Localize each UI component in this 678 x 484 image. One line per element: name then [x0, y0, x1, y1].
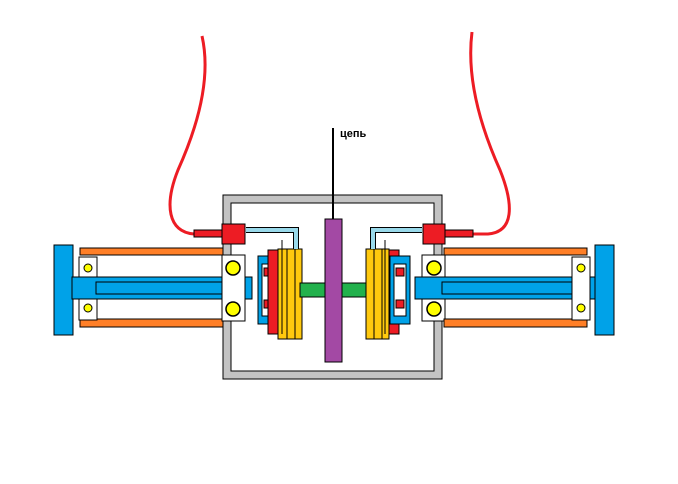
right-outer-bearing-bottom	[576, 303, 586, 313]
right-brace-top	[443, 247, 588, 256]
left-brace-top	[79, 247, 224, 256]
right-bearing-support-outer	[571, 256, 591, 321]
right-brace-bottom	[443, 318, 588, 328]
chain-label: цепь	[340, 128, 367, 140]
left-outer-bearing-top	[83, 263, 93, 273]
right-end-cap	[594, 244, 615, 336]
right-bearing-bottom	[426, 301, 442, 317]
left-shaft-core	[95, 281, 227, 295]
right-clutch-plate-1	[365, 248, 375, 340]
left-wire	[168, 35, 207, 236]
left-brace-bottom	[79, 318, 224, 328]
left-end-cap	[53, 244, 74, 336]
left-connector	[221, 223, 246, 245]
right-connector	[422, 223, 446, 245]
left-clutch-plate-2	[286, 248, 296, 340]
right-bearing-top	[426, 260, 442, 276]
left-bearing-bottom	[225, 301, 241, 317]
right-outer-bearing-top	[576, 263, 586, 273]
right-wire	[446, 31, 511, 236]
right-hub-pin-bottom	[395, 299, 405, 309]
right-connector-stub	[444, 229, 474, 238]
left-pressure-plate	[267, 249, 279, 335]
left-hydraulic-line-fill	[246, 228, 298, 249]
right-hub-pin-top	[395, 267, 405, 277]
left-connector-stub	[193, 229, 223, 238]
chain-sprocket	[324, 218, 343, 363]
left-outer-bearing-bottom	[83, 303, 93, 313]
right-hydraulic-line-fill	[371, 228, 422, 249]
right-shaft-core	[441, 281, 573, 295]
left-bearing-top	[225, 260, 241, 276]
right-clutch-plate-2	[373, 248, 383, 340]
